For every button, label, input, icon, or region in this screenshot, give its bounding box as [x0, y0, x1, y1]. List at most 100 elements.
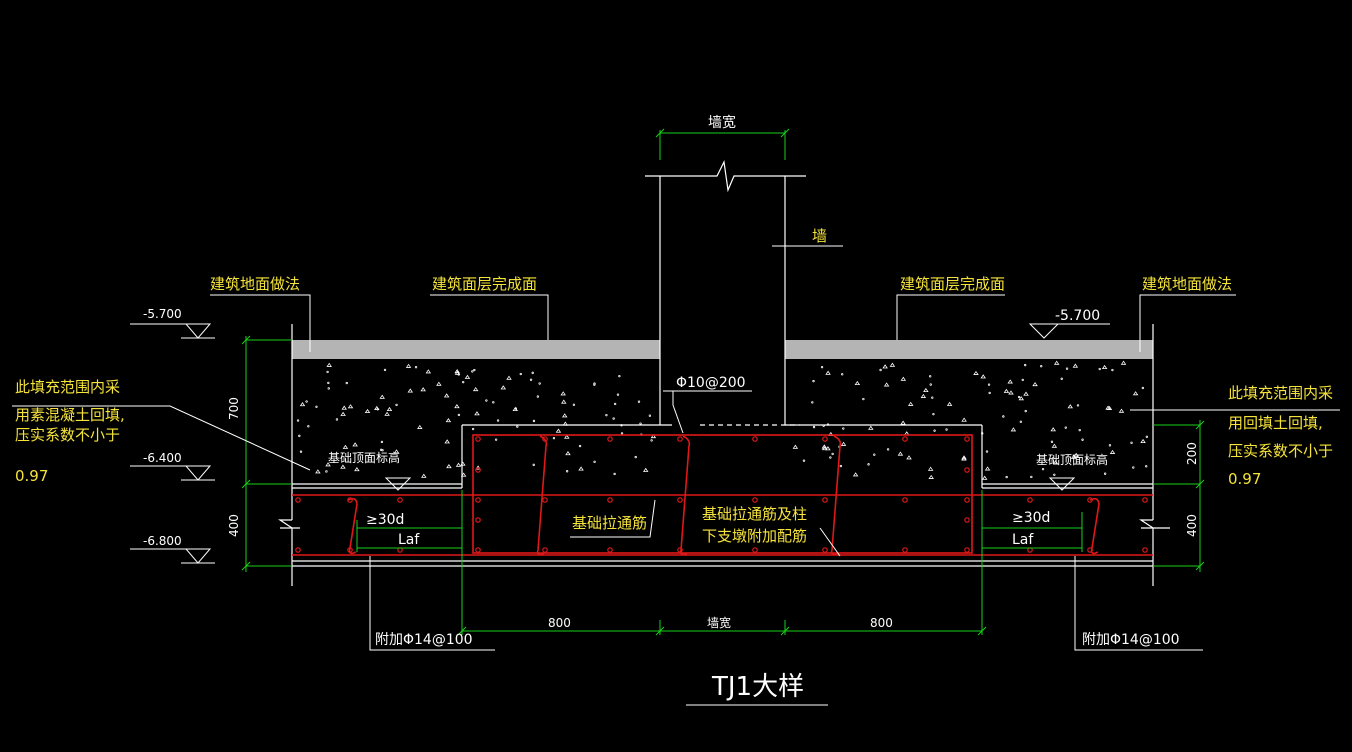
fill-texture-mark	[932, 412, 935, 416]
fill-texture-mark	[405, 363, 412, 368]
fill-texture-mark	[536, 395, 540, 398]
fill-left-line-4: 0.97	[15, 467, 48, 485]
fill-texture-mark	[882, 364, 888, 369]
fill-texture-mark	[454, 369, 460, 374]
fill-texture-mark	[436, 381, 442, 386]
fill-texture-mark	[928, 474, 934, 479]
fill-left-line-1: 此填充范围内采	[15, 378, 120, 396]
fill-texture-mark	[802, 459, 806, 462]
wall-width-top-label: 墙宽	[708, 114, 736, 131]
fill-texture-mark	[1070, 454, 1077, 459]
fill-texture-mark	[1003, 388, 1010, 393]
fill-texture-mark	[561, 399, 567, 404]
dim-200-label: 200	[1185, 442, 1199, 465]
rebar-section-dot	[752, 547, 758, 553]
rebar-section-dot	[1142, 497, 1148, 503]
fill-texture-mark	[565, 470, 569, 473]
fill-texture-mark	[1060, 377, 1063, 381]
rebar-section-dot	[475, 497, 481, 503]
fill-texture-mark	[812, 425, 816, 429]
fill-texture-mark	[1132, 391, 1139, 396]
fill-texture-mark	[471, 370, 474, 373]
fill-texture-mark	[886, 448, 890, 451]
fill-texture-mark	[1120, 360, 1127, 365]
rebar-section-dot	[964, 517, 970, 523]
rebar-section-dot	[607, 436, 613, 442]
reinforcement	[292, 434, 1153, 556]
rebar-section-dot	[607, 497, 613, 503]
fill-texture-mark	[552, 436, 556, 440]
fill-texture-mark	[1024, 409, 1027, 413]
floor-finish-right-label: 建筑面层完成面	[900, 275, 1005, 293]
fill-texture-mark	[354, 467, 360, 472]
fill-texture-mark	[1145, 465, 1148, 468]
fill-texture-mark	[973, 370, 979, 375]
dim-800-right-label: 800	[870, 616, 893, 630]
top-elevation-right-label: 基础顶面标高	[1036, 452, 1108, 467]
fill-texture-mark	[1051, 457, 1055, 460]
fill-texture-mark	[1072, 363, 1079, 368]
fill-texture-mark	[345, 381, 348, 385]
fill-texture-mark	[961, 456, 967, 461]
rebar-section-dot	[542, 547, 548, 553]
fill-texture-mark	[325, 462, 331, 467]
fill-right-line-3: 压实系数不小于	[1228, 442, 1333, 460]
fill-texture-mark	[315, 405, 318, 409]
fill-texture-mark	[572, 403, 576, 406]
fill-texture-mark	[516, 425, 519, 428]
fill-texture-mark	[1141, 386, 1145, 390]
fill-texture-mark	[407, 388, 414, 393]
fill-texture-mark	[928, 375, 932, 378]
fill-texture-mark	[1130, 441, 1133, 445]
extra-rebar-right-label: 附加Φ14@100	[1082, 632, 1180, 648]
rebar-section-dot	[822, 497, 828, 503]
anchor-right-label: ≥30d	[1012, 510, 1050, 526]
fill-texture-mark	[821, 444, 828, 449]
rebar-section-dot	[964, 467, 970, 473]
fill-texture-mark	[961, 417, 967, 422]
fill-texture-mark	[984, 466, 991, 471]
fill-texture-mark	[307, 425, 310, 428]
fill-texture-mark	[492, 401, 495, 404]
fill-texture-mark	[315, 469, 321, 474]
fill-texture-mark	[298, 434, 301, 438]
fill-texture-mark	[1078, 428, 1081, 432]
stirrup-label: Φ10@200	[676, 375, 746, 391]
rebar-section-dot	[1142, 547, 1148, 553]
rebar-section-dot	[1087, 497, 1093, 503]
elevation-top-left: -5.700	[143, 307, 182, 321]
fill-texture-mark	[613, 472, 616, 476]
backfill-right	[792, 360, 1149, 480]
fill-texture-mark	[1064, 426, 1067, 429]
rebar-section-dot	[677, 547, 683, 553]
fill-texture-mark	[883, 382, 890, 387]
fill-texture-mark	[873, 453, 876, 456]
fill-left-line-3: 压实系数不小于	[15, 426, 120, 444]
fill-texture-mark	[1017, 395, 1021, 399]
fill-texture-mark	[648, 414, 652, 417]
fill-texture-mark	[326, 370, 329, 374]
fill-right-line-4: 0.97	[1228, 470, 1261, 488]
rebar-section-dot	[677, 436, 683, 442]
rebar-section-dot	[475, 467, 481, 473]
dim-400-left-label: 400	[227, 514, 241, 537]
fill-texture-mark	[417, 424, 423, 429]
fill-texture-mark	[335, 418, 339, 421]
fill-texture-mark	[620, 432, 624, 435]
fill-texture-mark	[485, 399, 488, 402]
fill-texture-mark	[812, 379, 815, 383]
fill-texture-mark	[862, 397, 865, 401]
rebar-section-dot	[475, 517, 481, 523]
fill-texture-mark	[879, 368, 882, 372]
fill-texture-mark	[1030, 475, 1033, 479]
fill-texture-mark	[639, 422, 642, 425]
fill-texture-mark	[472, 386, 479, 392]
fill-texture-mark	[945, 428, 948, 431]
fill-texture-mark	[1005, 475, 1008, 479]
extra-rebar-left-label: 附加Φ14@100	[375, 632, 473, 648]
fill-texture-mark	[842, 427, 845, 430]
fill-texture-mark	[1118, 408, 1125, 413]
rebar-section-dot	[822, 436, 828, 442]
fill-texture-mark	[1081, 438, 1084, 441]
floor-slab-right	[785, 340, 1153, 359]
